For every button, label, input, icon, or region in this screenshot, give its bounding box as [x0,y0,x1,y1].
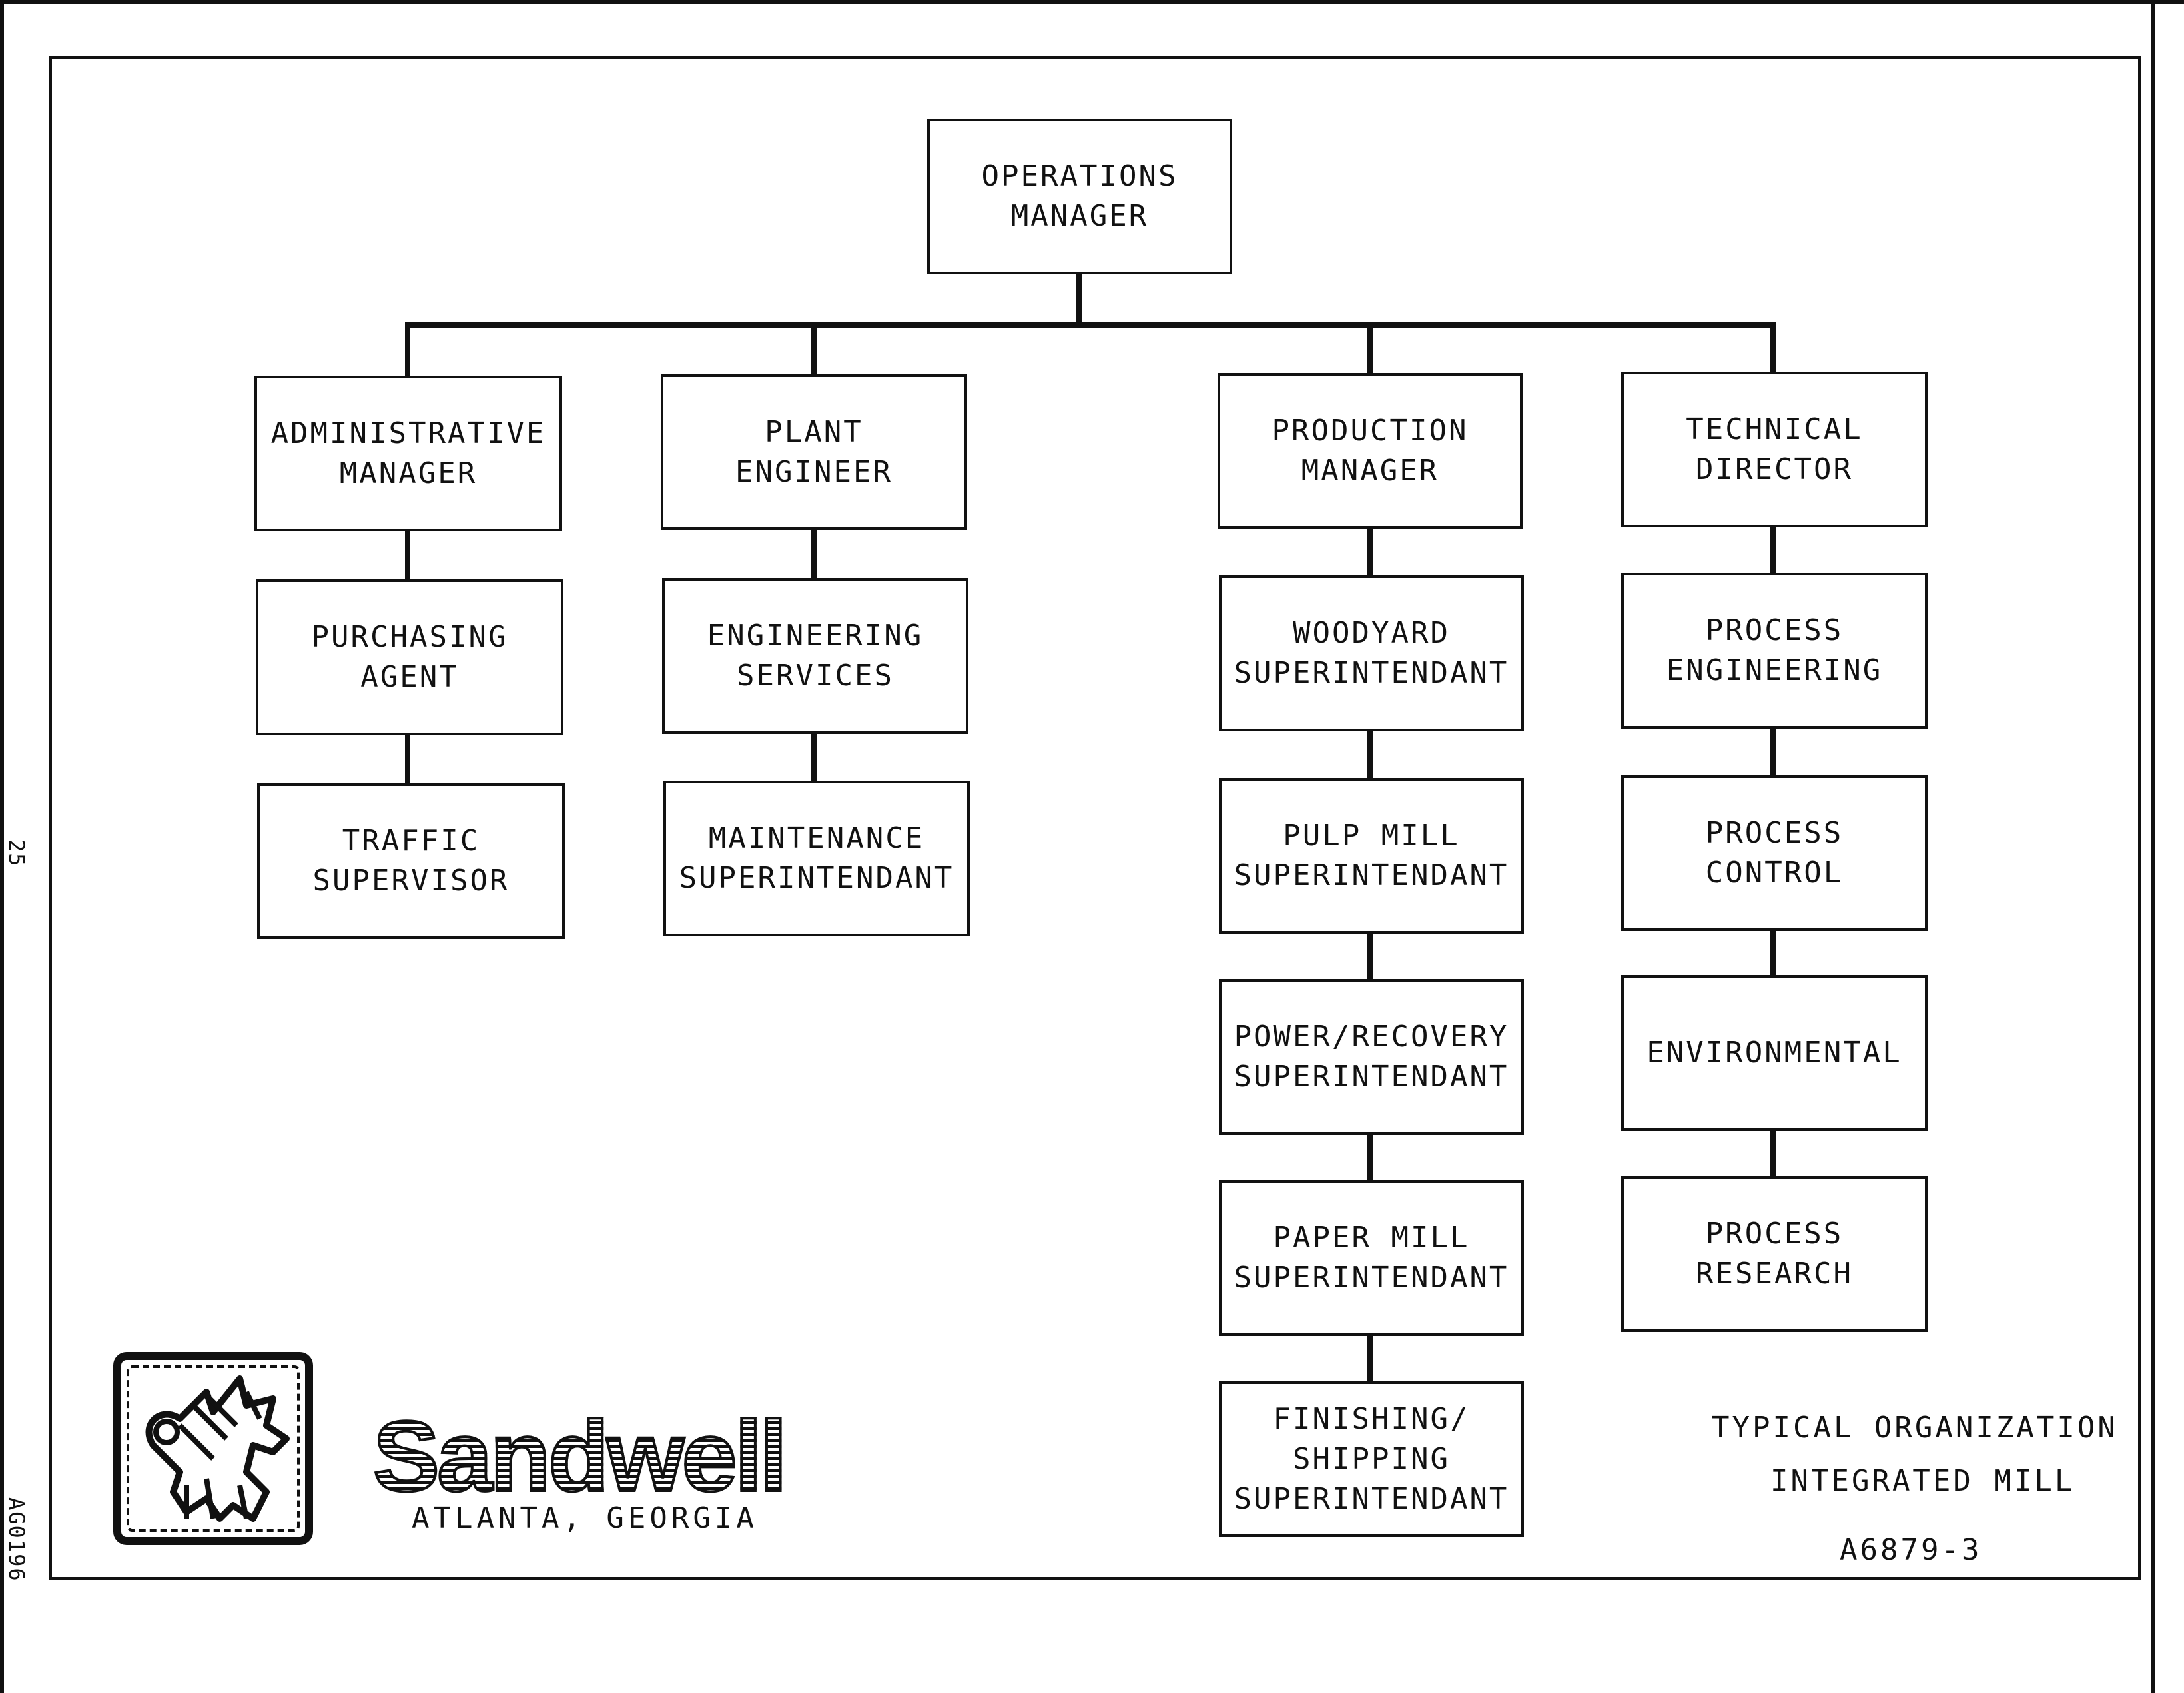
box-label-line: SHIPPING [1293,1442,1450,1476]
box-label-line: MANAGER [1010,199,1149,233]
org-box-operations-manager: OPERATIONS MANAGER [927,119,1232,274]
org-box-traffic-supervisor: TRAFFIC SUPERVISOR [257,783,565,939]
box-label-line: OPERATIONS [981,159,1178,193]
box-label-line: PROCESS [1705,1217,1844,1251]
box-label-line: ENVIRONMENTAL [1646,1036,1902,1070]
box-label-line: SUPERVISOR [312,864,510,898]
box-label-line: CONTROL [1705,856,1844,890]
box-label-line: SUPERINTENDANT [1234,1482,1509,1516]
drawing-frame [49,56,2141,1580]
box-label-line: FINISHING/ [1273,1402,1470,1436]
box-label-line: RESEARCH [1696,1257,1853,1291]
griffin-logo-icon [113,1352,313,1545]
org-box-finishing-shipping-superintendant: FINISHING/ SHIPPING SUPERINTENDANT [1219,1381,1524,1537]
org-box-paper-mill-superintendant: PAPER MILL SUPERINTENDANT [1219,1180,1524,1336]
chart-title-line1: TYPICAL ORGANIZATION [1712,1411,2118,1445]
company-location: ATLANTA, GEORGIA [412,1501,758,1535]
box-label-line: PROCESS [1705,613,1844,647]
org-box-technical-director: TECHNICAL DIRECTOR [1621,372,1928,527]
org-box-process-engineering: PROCESS ENGINEERING [1621,573,1928,729]
drawing-number: A6879-3 [1840,1533,1982,1567]
org-box-woodyard-superintendant: WOODYARD SUPERINTENDANT [1219,575,1524,731]
org-box-purchasing-agent: PURCHASING AGENT [256,579,563,735]
side-page-number: 25 [4,839,29,868]
org-box-pulp-mill-superintendant: PULP MILL SUPERINTENDANT [1219,778,1524,934]
org-box-power-recovery-superintendant: POWER/RECOVERY SUPERINTENDANT [1219,979,1524,1135]
box-label-line: DIRECTOR [1696,452,1853,486]
box-label-line: PLANT [765,415,863,449]
box-label-line: WOODYARD [1293,616,1450,650]
box-label-line: PURCHASING [311,620,508,654]
box-label-line: SUPERINTENDANT [1234,1261,1509,1295]
box-label-line: TECHNICAL [1686,412,1863,446]
box-label-line: MANAGER [1301,454,1439,488]
sheet-left-edge [0,0,4,1693]
box-label-line: PROCESS [1705,816,1844,850]
box-label-line: TRAFFIC [342,824,480,858]
box-label-line: ENGINEERING [1666,653,1883,687]
org-box-administrative-manager: ADMINISTRATIVE MANAGER [254,376,562,531]
box-label-line: SUPERINTENDANT [1234,858,1509,892]
box-label-line: POWER/RECOVERY [1234,1020,1509,1054]
org-box-process-research: PROCESS RESEARCH [1621,1176,1928,1332]
org-box-production-manager: PRODUCTION MANAGER [1218,373,1523,529]
org-box-engineering-services: ENGINEERING SERVICES [662,578,968,734]
org-box-environmental: ENVIRONMENTAL [1621,975,1928,1131]
sheet-top-edge [0,0,2184,4]
org-box-process-control: PROCESS CONTROL [1621,775,1928,931]
box-label-line: SUPERINTENDANT [1234,656,1509,690]
box-label-line: ADMINISTRATIVE [270,416,546,450]
box-label-line: ENGINEERING [707,619,924,653]
side-document-code: AG0196 [4,1497,29,1582]
chart-title-line2: INTEGRATED MILL [1770,1464,2075,1498]
sheet-right-edge [2151,0,2155,1693]
box-label-line: SUPERINTENDANT [679,861,954,895]
box-label-line: MANAGER [339,456,478,490]
box-label-line: SUPERINTENDANT [1234,1060,1509,1094]
company-wordmark: Sandwell [372,1399,789,1514]
box-label-line: PRODUCTION [1272,414,1469,448]
box-label-line: PAPER MILL [1273,1221,1470,1255]
org-box-maintenance-superintendant: MAINTENANCE SUPERINTENDANT [663,781,970,936]
box-label-line: SERVICES [737,659,894,693]
box-label-line: MAINTENANCE [708,821,925,855]
box-label-line: AGENT [360,660,459,694]
box-label-line: PULP MILL [1283,819,1460,852]
box-label-line: ENGINEER [735,455,893,489]
org-box-plant-engineer: PLANT ENGINEER [661,374,967,530]
